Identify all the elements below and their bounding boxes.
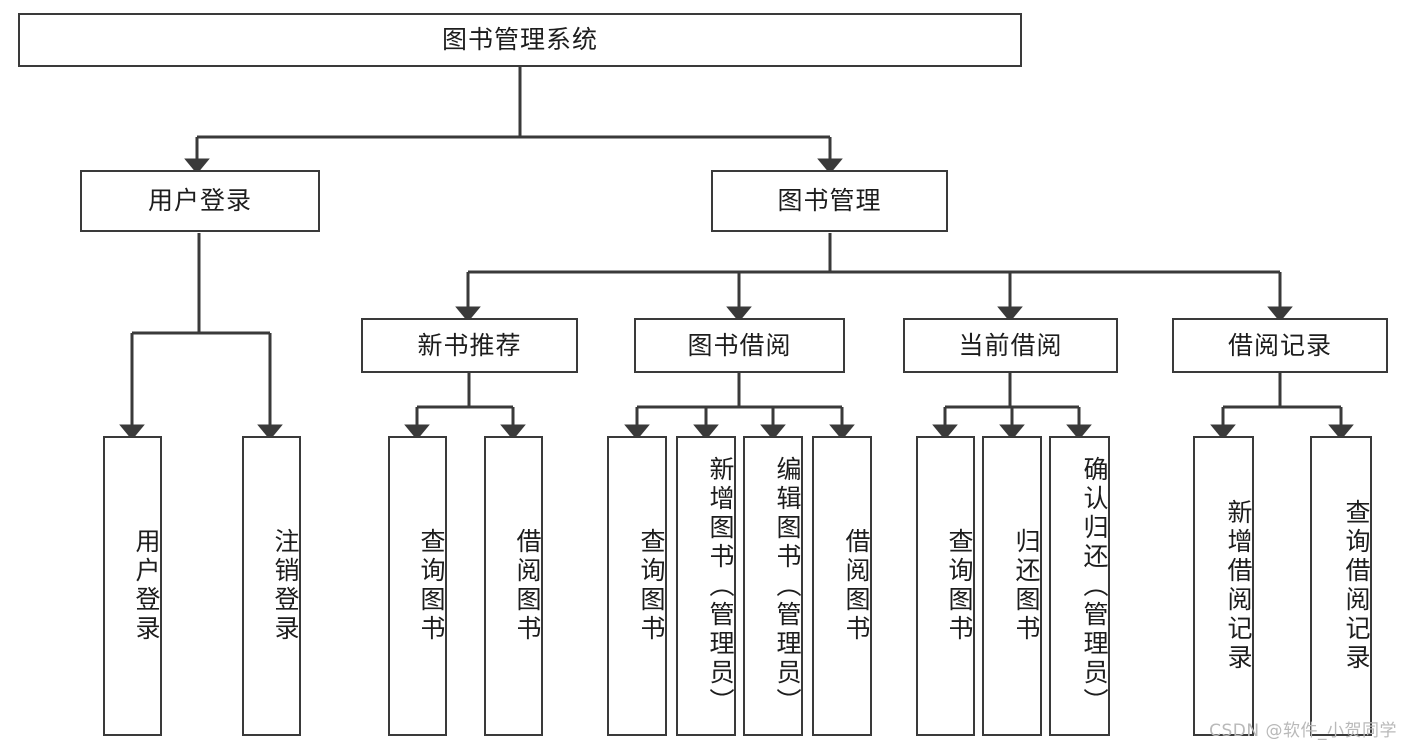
leaf-current-query-book[interactable]: 查询图书 — [916, 436, 975, 736]
leaf-borrow-borrow-book[interactable]: 借阅图书 — [812, 436, 872, 736]
node-new-book-recommend[interactable]: 新书推荐 — [361, 318, 578, 373]
leaf-current-confirm-return-admin[interactable]: 确认归还（管理员） — [1049, 436, 1110, 736]
leaf-borrow-edit-book-admin[interactable]: 编辑图书（管理员） — [743, 436, 803, 736]
watermark-text: CSDN @软件_小贺同学 — [1209, 721, 1397, 741]
leaf-recommend-borrow-book[interactable]: 借阅图书 — [484, 436, 543, 736]
leaf-user-login-login[interactable]: 用户登录 — [103, 436, 162, 736]
leaf-borrow-query-book[interactable]: 查询图书 — [607, 436, 667, 736]
leaf-user-login-logout[interactable]: 注销登录 — [242, 436, 301, 736]
node-current-borrow[interactable]: 当前借阅 — [903, 318, 1118, 373]
leaf-current-return-book[interactable]: 归还图书 — [982, 436, 1042, 736]
leaf-record-query-borrow-record[interactable]: 查询借阅记录 — [1310, 436, 1372, 736]
leaf-record-add-borrow-record[interactable]: 新增借阅记录 — [1193, 436, 1254, 736]
node-user-login[interactable]: 用户登录 — [80, 170, 320, 232]
node-borrow-record[interactable]: 借阅记录 — [1172, 318, 1388, 373]
leaf-borrow-add-book-admin[interactable]: 新增图书（管理员） — [676, 436, 736, 736]
leaf-recommend-query-book[interactable]: 查询图书 — [388, 436, 447, 736]
node-book-management[interactable]: 图书管理 — [711, 170, 948, 232]
node-book-borrow[interactable]: 图书借阅 — [634, 318, 845, 373]
node-root-system[interactable]: 图书管理系统 — [18, 13, 1022, 67]
